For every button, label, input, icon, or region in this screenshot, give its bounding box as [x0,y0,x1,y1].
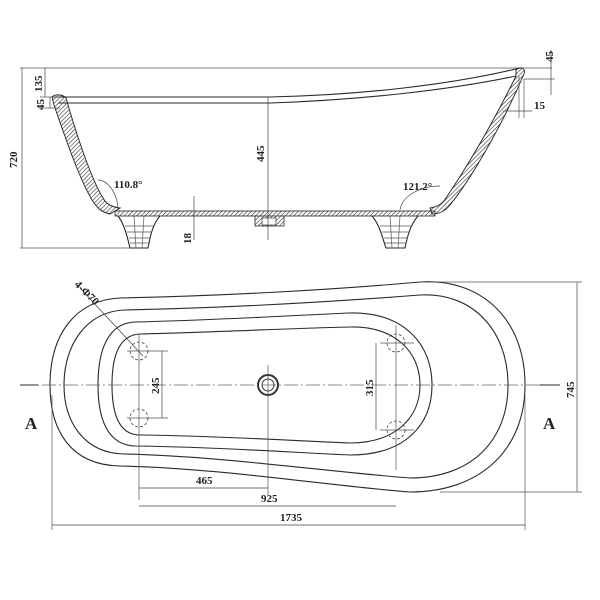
dim-right-wall-angle: 121.2° [403,181,432,193]
section-label-left: A [25,414,38,433]
feet-holes [127,325,414,500]
dim-rim-thickness-right: 45 [544,51,556,63]
dim-left-wall-angle: 110.8° [114,179,143,191]
dim-foot-to-foot: 925 [261,493,278,505]
dim-rim-thickness-left: 45 [35,99,47,111]
plan-view: 4-Φ70 245 315 745 465 925 1735 A A [20,279,582,530]
dim-left-feet-spacing: 245 [150,377,162,394]
dim-overall-width: 745 [565,381,577,398]
dim-right-feet-spacing: 315 [364,379,376,396]
dim-overall-height: 720 [8,151,20,168]
dim-inner-depth: 445 [255,145,267,162]
dim-overall-length: 1735 [280,512,303,524]
side-view: 720 135 45 45 15 445 18 110.8° 121.2° [8,50,556,249]
section-label-right: A [543,414,556,433]
dim-feet-holes: 4-Φ70 [72,279,102,309]
dim-foot-to-drain: 465 [196,475,213,487]
dim-floor-thickness: 18 [182,233,194,245]
dim-rim-drop: 135 [33,75,45,92]
dim-rim-overhang-right: 15 [534,100,546,112]
